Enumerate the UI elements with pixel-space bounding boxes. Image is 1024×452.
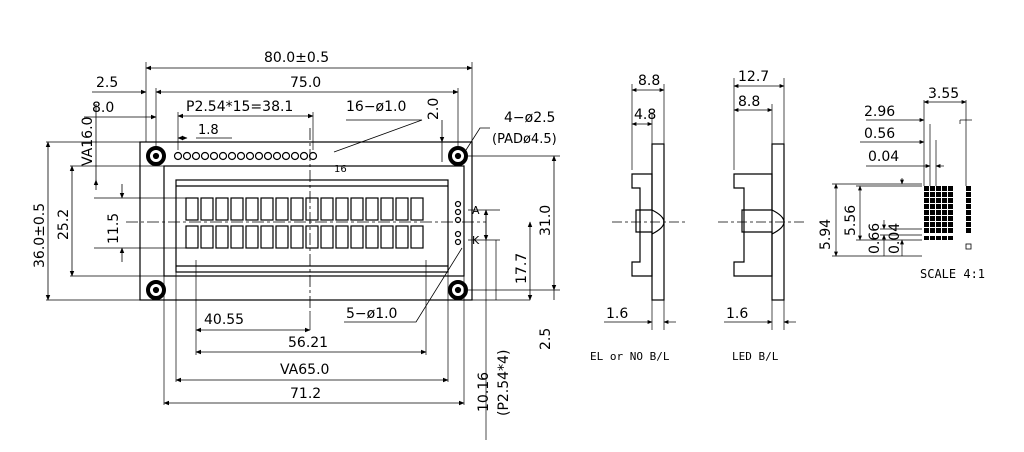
character-cells — [185, 197, 424, 249]
front-view — [45, 62, 560, 440]
char-detail — [832, 100, 972, 257]
dim-40-55: 40.55 — [204, 312, 244, 328]
el-bottom-dim: 1.6 — [606, 306, 628, 322]
dim-top-edge-offset: 2.0 — [426, 98, 442, 120]
cd-char-height: 5.94 — [818, 219, 834, 250]
dim-bl-pitch-formula: (P2.54*4) — [496, 350, 512, 416]
dim-pin-holes: 16−ø1.0 — [346, 99, 406, 115]
dim-overall-width: 80.0±0.5 — [264, 50, 329, 66]
dim-edge-offset-left: 2.5 — [96, 75, 118, 91]
led-caption: LED B/L — [732, 350, 779, 363]
el-inner-dim: 4.8 — [634, 107, 656, 123]
view-area-outline — [175, 179, 449, 273]
dim-overall-height: 36.0±0.5 — [32, 203, 48, 268]
dim-pin-spacing: 1.8 — [198, 123, 219, 138]
dim-bl-pitch-value: 10.16 — [476, 372, 492, 412]
cd-dot-gap: 0.04 — [868, 149, 899, 165]
el-top-dim: 8.8 — [638, 73, 660, 89]
dim-56-21: 56.21 — [288, 335, 328, 351]
cd-scale: SCALE 4:1 — [920, 267, 985, 281]
dim-backlight-offset: 17.7 — [514, 253, 530, 284]
cd-dot-height: 0.66 — [867, 223, 883, 254]
bezel-outline — [163, 165, 465, 277]
side-view-led — [718, 78, 806, 330]
dot-matrix — [924, 186, 971, 240]
cd-dot-width: 0.56 — [864, 126, 895, 142]
pcb-outline — [139, 141, 473, 301]
pin-holes — [173, 151, 318, 161]
dim-bottom-offset: 2.5 — [538, 328, 554, 350]
dim-bl-holes: 5−ø1.0 — [346, 306, 397, 322]
side-view-el — [604, 84, 686, 330]
cd-row-gap: 0.04 — [887, 223, 903, 254]
cd-dot-rows-height: 5.56 — [843, 205, 859, 236]
dim-mount-holes: 4−ø2.5 — [504, 110, 555, 126]
dim-active-height: 11.5 — [106, 213, 122, 244]
el-caption: EL or NO B/L — [590, 350, 670, 363]
cathode-label: K — [472, 234, 480, 247]
cd-char-width: 3.55 — [928, 86, 959, 102]
dim-bezel-width: 71.2 — [290, 386, 321, 402]
dim-hole-pitch-width: 75.0 — [290, 75, 321, 91]
dim-pin1-offset: 8.0 — [92, 100, 114, 116]
led-top-dim: 12.7 — [738, 69, 769, 85]
anode-label: A — [472, 204, 480, 217]
dim-bezel-height: 25.2 — [56, 209, 72, 240]
dim-pad: (PADø4.5) — [492, 132, 557, 147]
pin16-label: 16 — [334, 164, 347, 175]
led-bottom-dim: 1.6 — [726, 306, 748, 322]
dim-pin-pitch: P2.54*15=38.1 — [186, 99, 293, 115]
dim-view-area-height: VA16.0 — [80, 117, 96, 166]
dim-view-area-width: VA65.0 — [280, 362, 329, 378]
dim-hole-pitch-height: 31.0 — [538, 205, 554, 236]
cd-dot-pitch-h: 2.96 — [864, 104, 895, 120]
led-inner-dim: 8.8 — [738, 94, 760, 110]
